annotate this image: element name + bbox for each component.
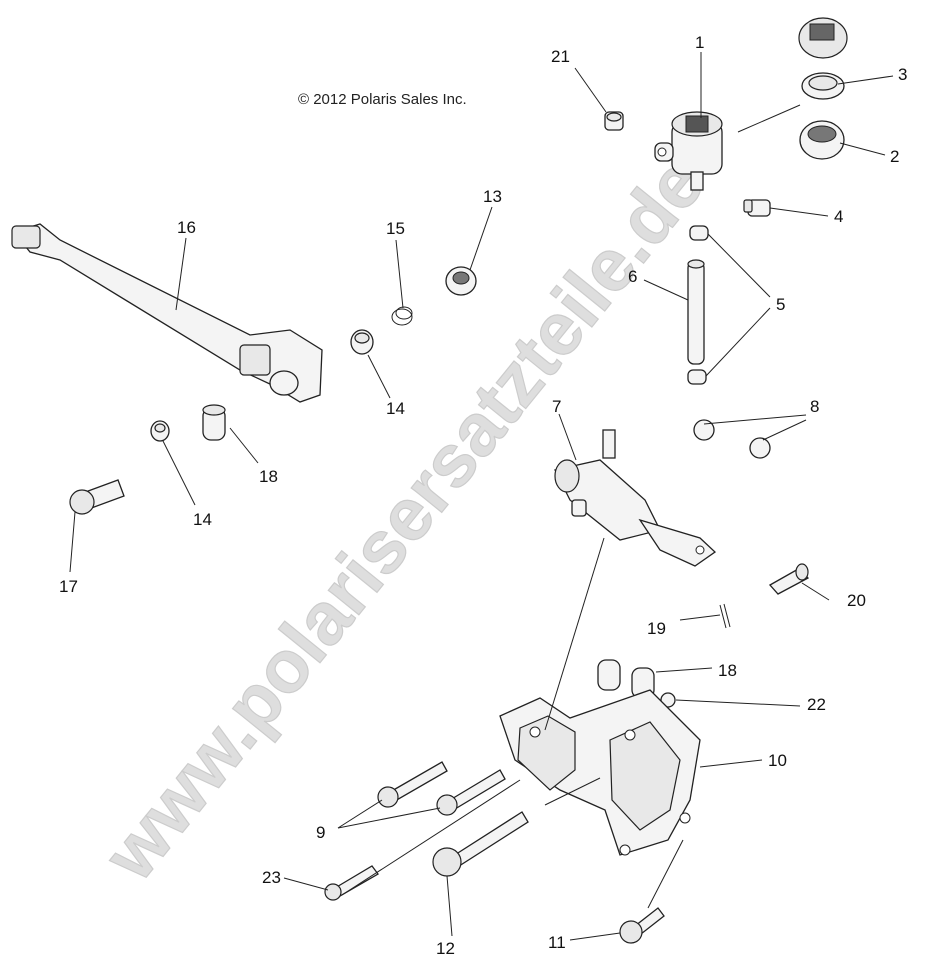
callout-15: 15 <box>386 219 405 238</box>
callout-7: 7 <box>552 397 561 416</box>
part-washer-lower <box>150 420 170 442</box>
part-master-cylinder <box>554 429 717 567</box>
part-cotter-pin <box>719 603 731 629</box>
part-bolts-9 <box>377 761 506 816</box>
part-bolt-17 <box>69 479 125 515</box>
callout-17: 17 <box>59 577 78 596</box>
part-nut-21 <box>604 111 624 131</box>
part-fitting <box>743 199 771 217</box>
callout-4: 4 <box>834 207 843 226</box>
callout-13: 13 <box>483 187 502 206</box>
part-hose-clamps <box>687 225 709 385</box>
callout-22: 22 <box>807 695 826 714</box>
callout-14-lower: 14 <box>193 510 212 529</box>
callout-16: 16 <box>177 218 196 237</box>
callout-8: 8 <box>810 397 819 416</box>
callout-9: 9 <box>316 823 325 842</box>
callout-18-left: 18 <box>259 467 278 486</box>
callout-23: 23 <box>262 868 281 887</box>
callout-1: 1 <box>695 33 704 52</box>
callout-2: 2 <box>890 147 899 166</box>
part-nut-22 <box>660 692 676 708</box>
part-cap <box>798 17 848 59</box>
part-grommets <box>693 419 771 459</box>
callout-6: 6 <box>628 267 637 286</box>
part-plate <box>799 120 845 160</box>
part-reservoir <box>654 111 723 191</box>
part-bolt-23 <box>324 865 379 901</box>
copyright-notice: © 2012 Polaris Sales Inc. <box>298 91 467 108</box>
callout-18-right: 18 <box>718 661 737 680</box>
callout-5: 5 <box>776 295 785 314</box>
callout-3: 3 <box>898 65 907 84</box>
callout-14-upper: 14 <box>386 399 405 418</box>
part-screw-11 <box>619 907 665 944</box>
part-spring-clip <box>391 306 413 326</box>
callout-19: 19 <box>647 619 666 638</box>
callout-21: 21 <box>551 47 570 66</box>
part-diaphragm <box>801 72 845 100</box>
part-pin <box>768 563 809 595</box>
leader-lines <box>69 52 894 941</box>
callout-12: 12 <box>436 939 455 958</box>
part-brake-pedal <box>11 223 323 403</box>
part-bracket <box>499 689 701 856</box>
part-washer-upper <box>350 329 374 355</box>
part-bolt-12 <box>432 811 529 877</box>
part-hose <box>687 259 705 365</box>
callout-labels: 1 2 3 4 5 6 7 8 9 10 11 12 13 14 14 15 1… <box>59 33 907 958</box>
callout-20: 20 <box>847 591 866 610</box>
callout-11: 11 <box>548 933 566 952</box>
callout-10: 10 <box>768 751 787 770</box>
part-bushing-13 <box>445 266 477 296</box>
part-bushing-left <box>202 404 226 441</box>
